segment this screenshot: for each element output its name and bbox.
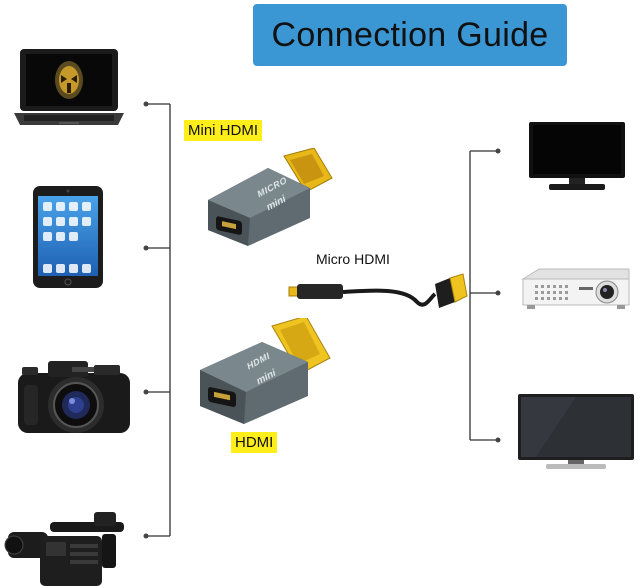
projector-node — [495, 290, 501, 296]
micro-hdmi-cable — [288, 273, 468, 308]
hdmi-label: HDMI — [231, 432, 278, 453]
monitor-node — [495, 148, 501, 154]
camcorder-icon — [4, 512, 124, 586]
camcorder-node — [143, 533, 149, 539]
camera-icon — [18, 361, 130, 433]
mini-hdmi-adapter-graphic — [208, 148, 333, 246]
laptop-node — [143, 101, 149, 107]
micro-hdmi-label: Micro HDMI — [316, 251, 390, 267]
mini-hdmi-adapter: MICRO mini — [198, 148, 338, 248]
hdmi-adapter: HDMI mini — [196, 318, 336, 428]
tablet-node — [143, 245, 149, 251]
tv-node — [495, 437, 501, 443]
monitor-icon — [529, 122, 625, 190]
camera-node — [143, 389, 149, 395]
tablet-icon — [33, 186, 103, 288]
page-title: Connection Guide — [271, 15, 549, 54]
title-banner: Connection Guide — [253, 4, 567, 66]
mini-hdmi-label: Mini HDMI — [184, 120, 262, 141]
hdmi-adapter-graphic — [200, 318, 331, 424]
projector-icon — [521, 268, 630, 309]
tv-icon — [518, 394, 634, 469]
laptop-icon — [14, 49, 124, 125]
